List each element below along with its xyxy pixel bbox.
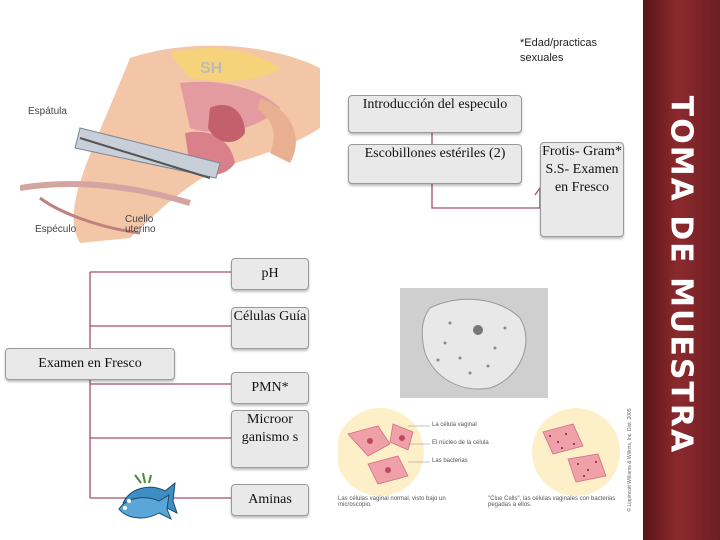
side-ribbon (643, 0, 720, 540)
fish-icon (115, 472, 180, 523)
pmn-box: PMN* (231, 372, 309, 404)
cell-comparison-figure: La célula vaginal El núcleo de la célula… (336, 404, 630, 516)
ph-box: pH (231, 258, 309, 290)
caption-normal: Las células vaginal normal, visto bajo u… (338, 496, 446, 508)
examen-fresco-box: Examen en Fresco (5, 348, 175, 380)
microscope-image (400, 288, 548, 398)
label-bacterias: Las bacterias (432, 458, 468, 464)
edad-note: *Edad/practicas sexuales (520, 37, 598, 64)
espatula-label: Espátula (28, 106, 67, 117)
celulas-guia-box: Células Guía (231, 307, 309, 349)
escobillones-box: Escobillones estériles (2) (348, 144, 522, 184)
aminas-box: Aminas (231, 484, 309, 516)
especulo-label: Espéculo (35, 224, 77, 235)
frotis-box: Frotis- Gram* S.S- Examen en Fresco (540, 142, 624, 237)
intro-especulo-box: Introducción del especulo (348, 95, 522, 133)
anatomy-illustration: Espátula Cuello uterino Espéculo SH (19, 38, 330, 243)
caption-clue-cells: "Clue Cells", las células vaginales con … (488, 496, 616, 508)
label-nucleo: El núcleo de la célula (432, 440, 489, 446)
cuello-uterino-label: Cuello uterino (125, 214, 156, 235)
sh-watermark: SH (200, 60, 223, 77)
label-celula-vaginal: La célula vaginal (432, 422, 477, 428)
microorganismos-box: Microor ganismo s (231, 410, 309, 468)
